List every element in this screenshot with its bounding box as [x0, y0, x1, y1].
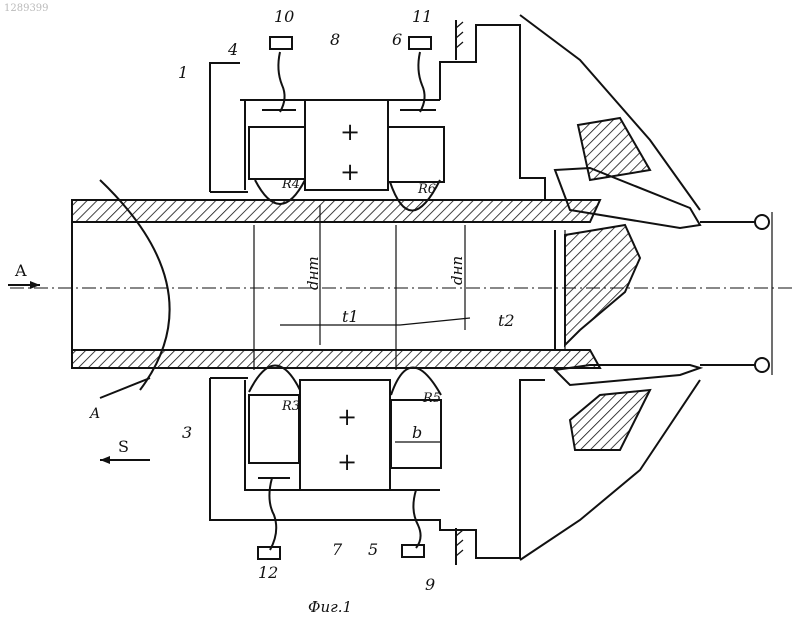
figure-caption: Фиг.1 — [308, 598, 352, 616]
plus-mark: + — [340, 118, 360, 146]
plus-mark: + — [337, 403, 357, 431]
spring-3 — [269, 478, 276, 550]
housing-top — [210, 25, 545, 200]
mandrel-cone — [565, 225, 640, 345]
label-10: 10 — [274, 7, 294, 26]
label-3: 3 — [182, 423, 192, 442]
label-s: S — [118, 437, 129, 456]
label-a-section: A — [88, 406, 100, 422]
gauge-11 — [409, 37, 431, 49]
label-r3: R3 — [281, 399, 300, 414]
tube-wall-bottom — [72, 350, 600, 368]
label-12: 12 — [258, 563, 278, 582]
upper-pivot — [755, 215, 769, 229]
arrow-s-head — [100, 456, 110, 464]
gauge-9 — [402, 545, 424, 557]
roller-3 — [249, 365, 300, 392]
holder-3 — [249, 365, 300, 559]
label-r4: R4 — [281, 177, 300, 192]
label-dnp: dнп — [448, 256, 466, 285]
plus-mark: + — [340, 158, 360, 186]
block-7: + + — [300, 380, 390, 490]
plus-mark: + — [337, 448, 357, 476]
dim-t2-line — [400, 318, 470, 325]
spring-6 — [418, 52, 424, 112]
label-1: 1 — [178, 63, 188, 82]
housing-bottom-outline — [210, 378, 545, 558]
label-t2: t2 — [498, 311, 515, 330]
label-b: b — [412, 423, 422, 442]
label-9: 9 — [425, 575, 435, 594]
label-6: 6 — [392, 30, 402, 49]
block-8: + + — [305, 100, 388, 190]
lower-pivot — [755, 358, 769, 372]
gauge-10 — [270, 37, 292, 49]
ground-marks — [456, 20, 463, 565]
label-dnt: dнт — [304, 256, 322, 290]
fixture-lower-hatch — [570, 390, 650, 450]
gauge-12 — [258, 547, 280, 559]
spring-4 — [278, 52, 284, 112]
holder-6-body — [388, 127, 444, 182]
tube — [72, 200, 600, 368]
label-8: 8 — [330, 30, 340, 49]
holder-4-body — [249, 127, 305, 179]
label-a-arrow: A — [14, 261, 27, 280]
housing-bottom — [210, 378, 545, 558]
label-r5: R5 — [422, 391, 441, 406]
housing-1-left — [210, 63, 240, 192]
label-r6: R6 — [417, 182, 436, 197]
tube-wall-top — [72, 200, 600, 222]
label-t1: t1 — [342, 307, 359, 326]
fixture-upper-edge — [520, 15, 700, 210]
label-4: 4 — [227, 40, 238, 59]
watermark-text: 1289399 — [4, 3, 49, 14]
label-11: 11 — [412, 7, 432, 26]
label-5: 5 — [368, 540, 378, 559]
label-7: 7 — [332, 540, 343, 559]
